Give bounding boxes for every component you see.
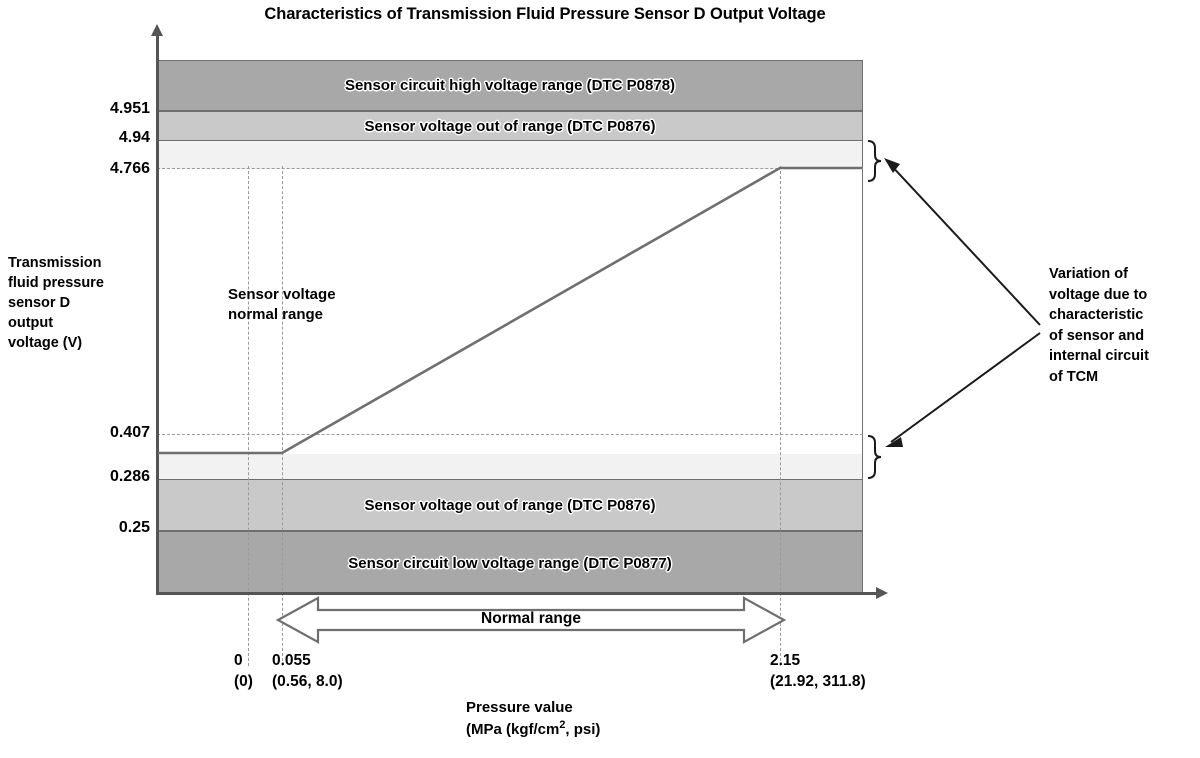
variation-annotation-line-2: voltage due to <box>1049 286 1148 303</box>
x-axis-title: Pressure value (MPa (kgf/cm2, psi) <box>466 698 600 741</box>
y-tick-025: 0.25 <box>118 519 150 536</box>
plot-area: Sensor circuit high voltage range (DTC P… <box>157 60 863 594</box>
band-high-voltage-label: Sensor circuit high voltage range (DTC P… <box>344 77 676 94</box>
y-tick-4766: 4.766 <box>109 160 150 177</box>
x-axis-line <box>156 592 878 595</box>
variation-annotation-line-5: internal circuit <box>1049 348 1149 365</box>
variation-annotation-line-1: Variation of <box>1049 266 1128 282</box>
y-axis-title-line-2: fluid pressure <box>8 275 104 291</box>
y-tick-0407: 0.407 <box>109 424 150 441</box>
x-axis-arrow-icon <box>876 587 888 599</box>
x-axis-unit-superscript: 2 <box>559 719 566 732</box>
normal-range-arrow-label: Normal range <box>481 610 581 627</box>
x-tick-0-value: 0 <box>234 652 243 669</box>
normal-range-note: Sensor voltage normal range <box>228 285 336 326</box>
x-axis-unit-suffix: , psi) <box>565 721 601 739</box>
band-low-voltage-range: Sensor circuit low voltage range (DTC P0… <box>158 531 862 594</box>
band-out-of-range-low-label: Sensor voltage out of range (DTC P0876) <box>364 496 656 514</box>
y-axis-title-line-5: voltage (V) <box>8 335 83 351</box>
band-low-voltage-label: Sensor circuit low voltage range (DTC P0… <box>348 554 672 572</box>
variation-annotation-line-4: of sensor and <box>1049 327 1145 344</box>
x-axis-title-line-1: Pressure value <box>466 699 573 716</box>
x-tick-0055: 0.055 (0.56, 8.0) <box>272 651 343 693</box>
x-tick-0055-converted: (0.56, 8.0) <box>272 672 343 690</box>
y-axis-line <box>156 30 159 595</box>
x-tick-0-converted: (0) <box>234 672 253 690</box>
x-axis-title-line-2: (MPa (kgf/cm2, psi) <box>466 718 600 740</box>
x-tick-0055-value: 0.055 <box>272 652 311 669</box>
y-tick-4951: 4.951 <box>109 100 150 117</box>
variation-annotation-line-6: of TCM <box>1049 368 1099 385</box>
band-out-of-range-low: Sensor voltage out of range (DTC P0876) <box>158 479 862 531</box>
y-tick-494: 4.94 <box>118 129 150 146</box>
x-tick-215-value: 2.15 <box>770 652 801 669</box>
page-title: Characteristics of Transmission Fluid Pr… <box>264 5 826 23</box>
variation-annotation-line-3: characteristic <box>1049 307 1144 324</box>
y-axis-title-line-4: output <box>8 315 54 331</box>
lower-brace-icon <box>867 435 882 479</box>
x-tick-0: 0 (0) <box>234 651 253 693</box>
guide-line-0407 <box>157 434 863 435</box>
guide-line-4766 <box>157 168 863 169</box>
normal-range-note-line-2: normal range <box>228 306 324 324</box>
normal-range-note-line-1: Sensor voltage <box>228 286 336 303</box>
x-tick-215: 2.15 (21.92, 311.8) <box>770 651 866 693</box>
y-axis-title-line-3: sensor D <box>8 295 71 311</box>
band-out-of-range-high: Sensor voltage out of range (DTC P0876) <box>158 111 862 141</box>
y-axis-title-line-1: Transmission <box>8 255 102 271</box>
band-high-voltage-range: Sensor circuit high voltage range (DTC P… <box>158 61 862 111</box>
guide-line-x-0 <box>248 166 249 666</box>
x-tick-215-converted: (21.92, 311.8) <box>770 672 866 690</box>
x-axis-unit-prefix: (MPa (kgf/cm <box>466 721 560 739</box>
y-axis-arrow-icon <box>151 24 163 36</box>
y-axis-title: Transmission fluid pressure sensor D out… <box>8 253 153 353</box>
variation-annotation: Variation of voltage due to characterist… <box>1049 264 1199 387</box>
guide-line-x-215 <box>780 166 781 666</box>
y-axis-tick-labels: 4.951 4.94 4.766 0.407 0.286 0.25 <box>36 0 156 758</box>
upper-brace-icon <box>867 140 882 182</box>
guide-line-x-0055 <box>282 166 283 666</box>
lower-leader-arrow <box>885 332 1041 447</box>
y-tick-0286: 0.286 <box>109 468 150 485</box>
band-out-of-range-high-label: Sensor voltage out of range (DTC P0876) <box>364 117 656 135</box>
